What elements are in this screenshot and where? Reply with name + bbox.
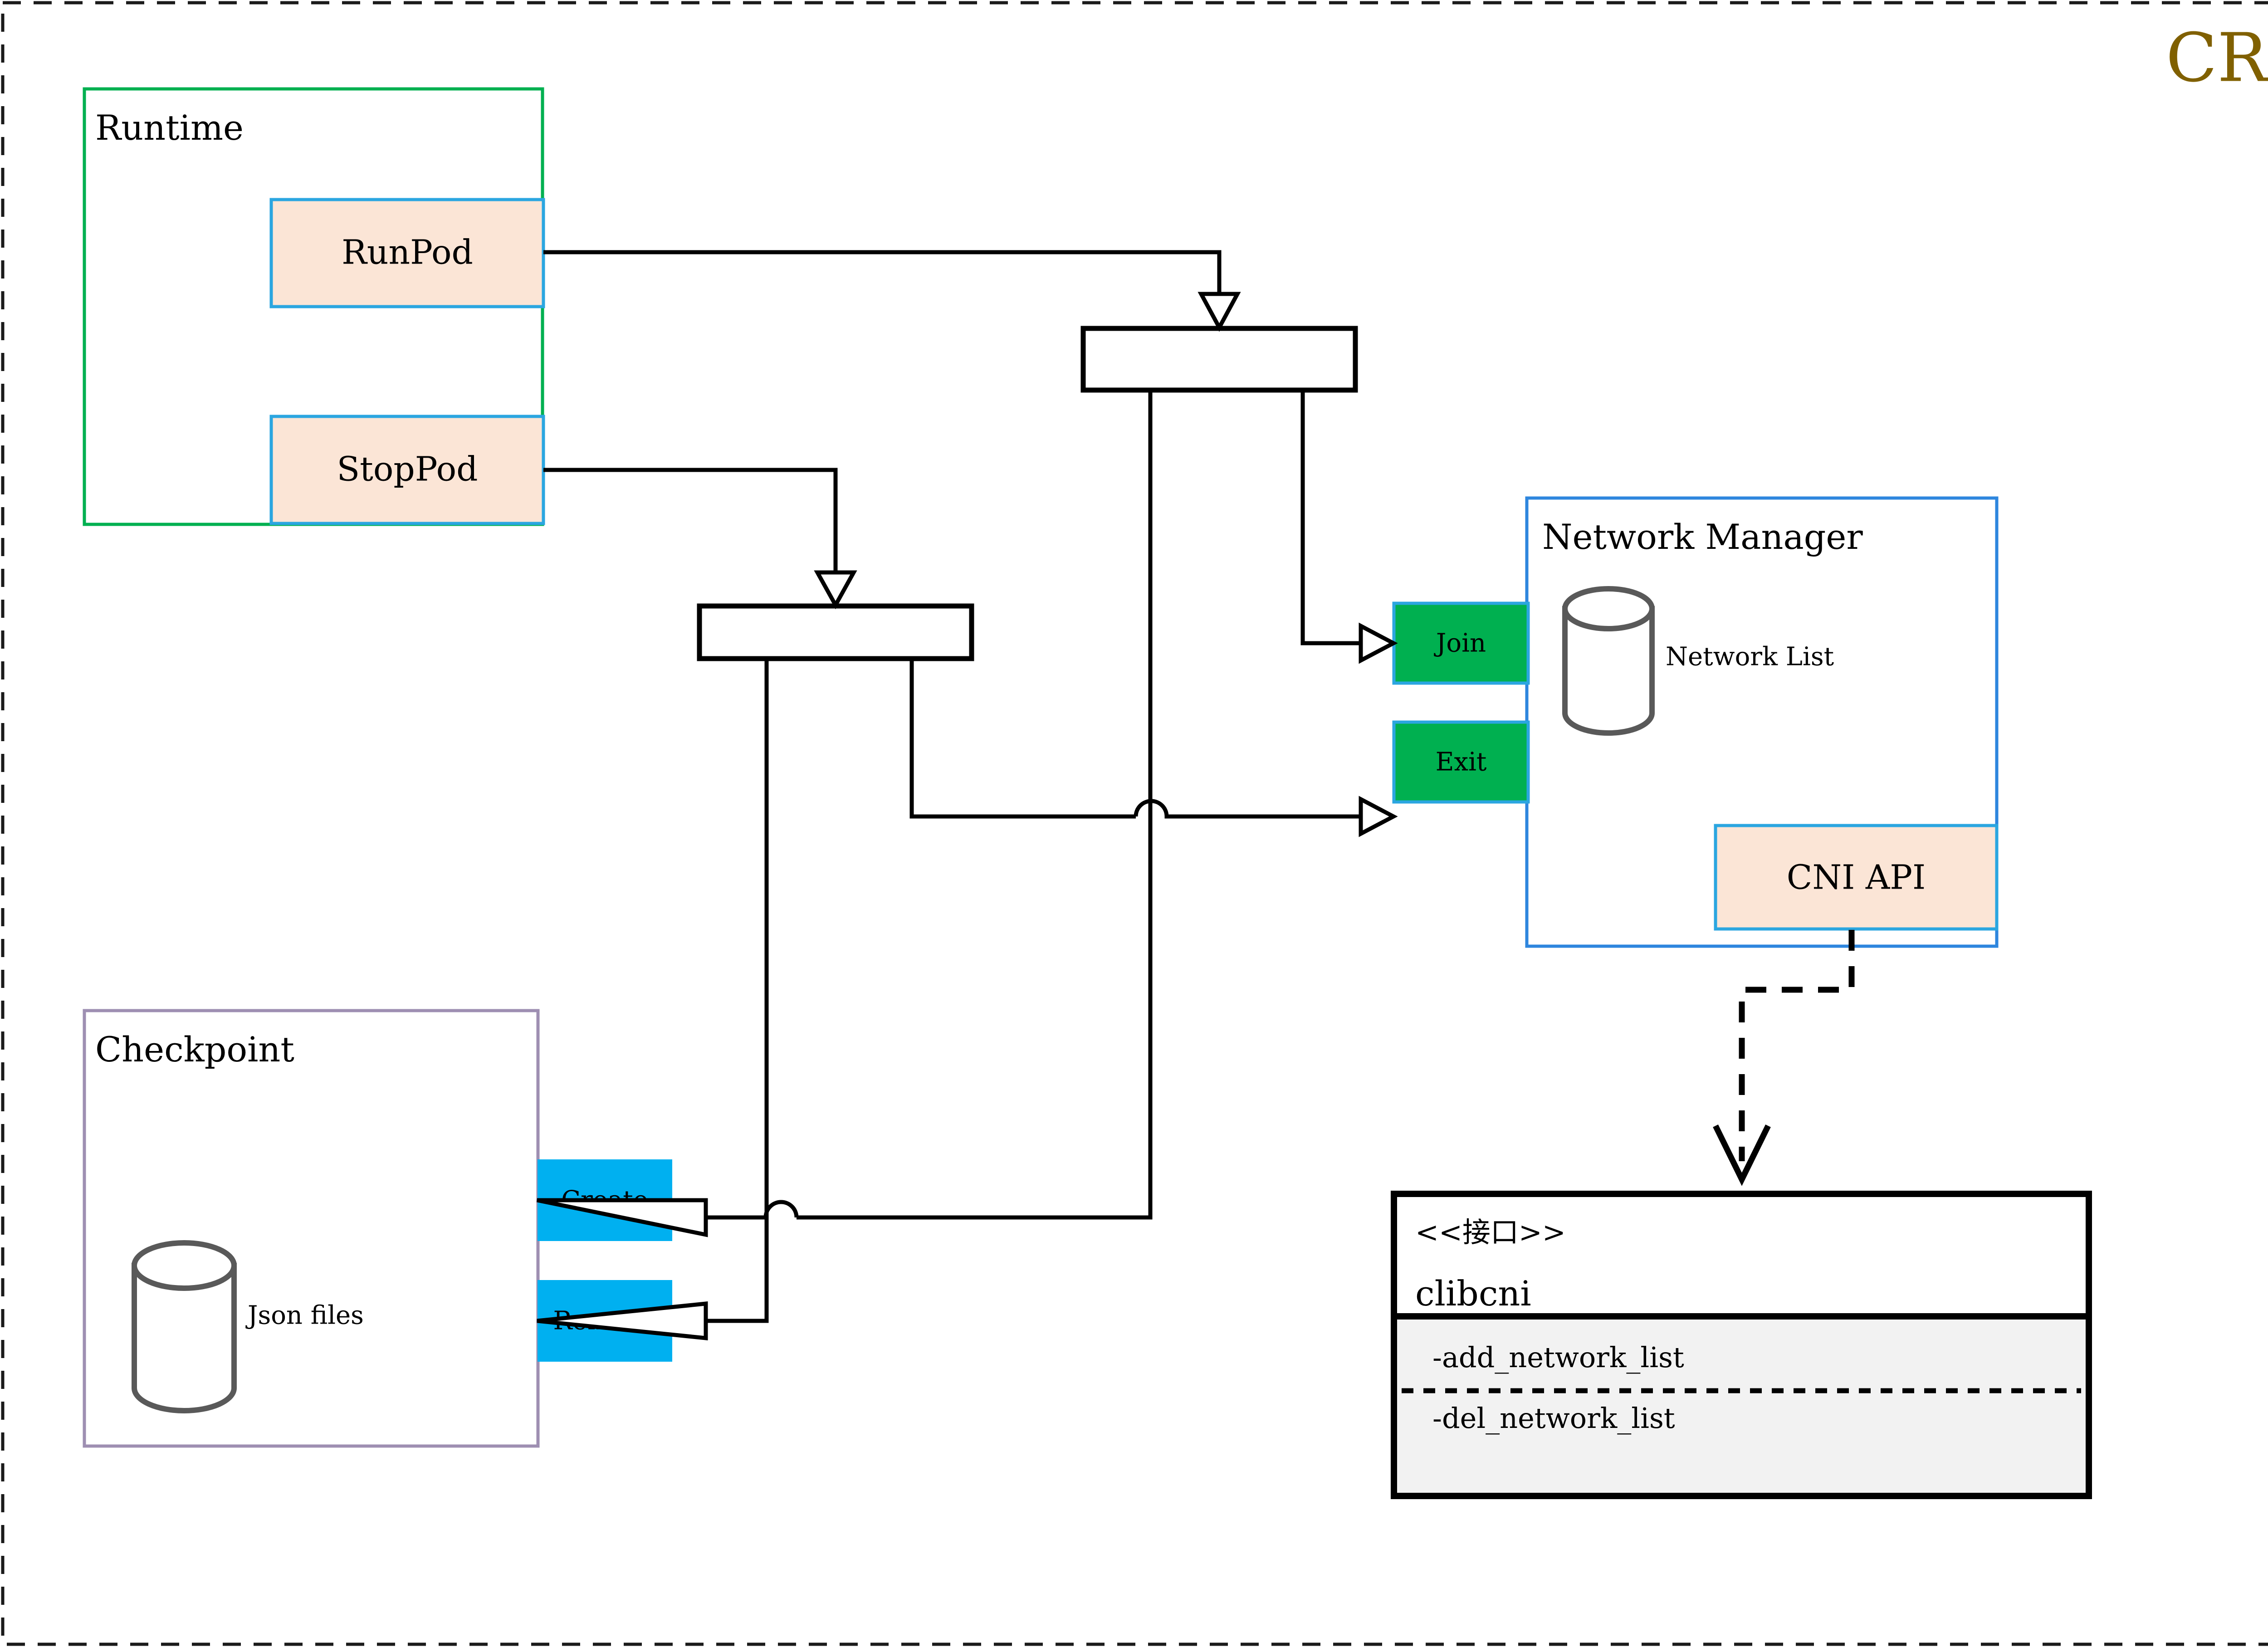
clibcni-methods-compartment xyxy=(1397,1316,2086,1493)
network-manager-group-label: Network Manager xyxy=(1542,517,1863,557)
json-files-label: Json files xyxy=(245,1301,364,1330)
clibcni-method-add: -add_network_list xyxy=(1432,1341,1684,1374)
connector-fork-to-remove xyxy=(537,659,769,1340)
exit-box[interactable] xyxy=(1392,720,1530,804)
arrowhead-open-triangle xyxy=(1198,292,1241,332)
cni-api-box[interactable] xyxy=(1714,824,1999,931)
network-list-label: Network List xyxy=(1666,642,1834,672)
clibcni-name: clibcni xyxy=(1415,1273,1531,1314)
arrowhead-open-triangle xyxy=(537,1301,708,1340)
fork-bar-stoppod xyxy=(697,603,974,661)
runtime-group-label: Runtime xyxy=(95,108,244,148)
connector-fork-to-exit xyxy=(909,659,1398,837)
node-cni-api[interactable]: CNI API xyxy=(1714,824,1999,931)
page-title: CRI xyxy=(2166,19,2268,97)
arrowhead-open-triangle xyxy=(537,1198,708,1237)
clibcni-method-del: -del_network_list xyxy=(1432,1402,1675,1435)
node-runpod[interactable]: RunPod xyxy=(269,198,545,308)
fork-bar-runpod xyxy=(1080,326,1358,393)
connector-cni-api-to-clibcni xyxy=(1713,930,1855,1186)
arrowhead-open-triangle xyxy=(1359,622,1398,664)
connector-fork-to-create xyxy=(537,390,1153,1237)
cni-api-label: CNI API xyxy=(1787,858,1926,897)
group-runtime: Runtime RunPod StopPod xyxy=(83,87,545,526)
node-exit[interactable]: Exit xyxy=(1392,720,1530,804)
exit-label: Exit xyxy=(1436,748,1487,777)
node-join[interactable]: Join xyxy=(1392,601,1530,685)
connector-runpod-to-fork xyxy=(543,250,1241,332)
group-checkpoint: Checkpoint Json files Create Remove xyxy=(83,1009,672,1448)
group-network-manager: Network Manager Network List Join Exit C… xyxy=(1392,496,1999,948)
network-list-datastore-icon xyxy=(1562,586,1655,736)
stoppod-label: StopPod xyxy=(337,450,478,489)
runpod-box[interactable] xyxy=(269,198,545,308)
runpod-label: RunPod xyxy=(342,233,473,272)
clibcni-stereotype: <<接口>> xyxy=(1415,1216,1566,1249)
json-files-datastore-icon xyxy=(132,1240,237,1413)
arrowhead-open-triangle xyxy=(814,570,857,610)
node-stoppod[interactable]: StopPod xyxy=(269,415,545,525)
join-box[interactable] xyxy=(1392,601,1530,685)
join-label: Join xyxy=(1434,629,1486,658)
arrowhead-open-triangle xyxy=(1359,796,1398,837)
interface-clibcni[interactable]: <<接口>> clibcni -add_network_list -del_ne… xyxy=(1391,1191,2092,1499)
connector-stoppod-to-fork xyxy=(543,468,857,610)
connector-fork-to-join xyxy=(1300,390,1398,664)
checkpoint-group-border xyxy=(83,1009,540,1448)
checkpoint-group-label: Checkpoint xyxy=(95,1029,294,1070)
